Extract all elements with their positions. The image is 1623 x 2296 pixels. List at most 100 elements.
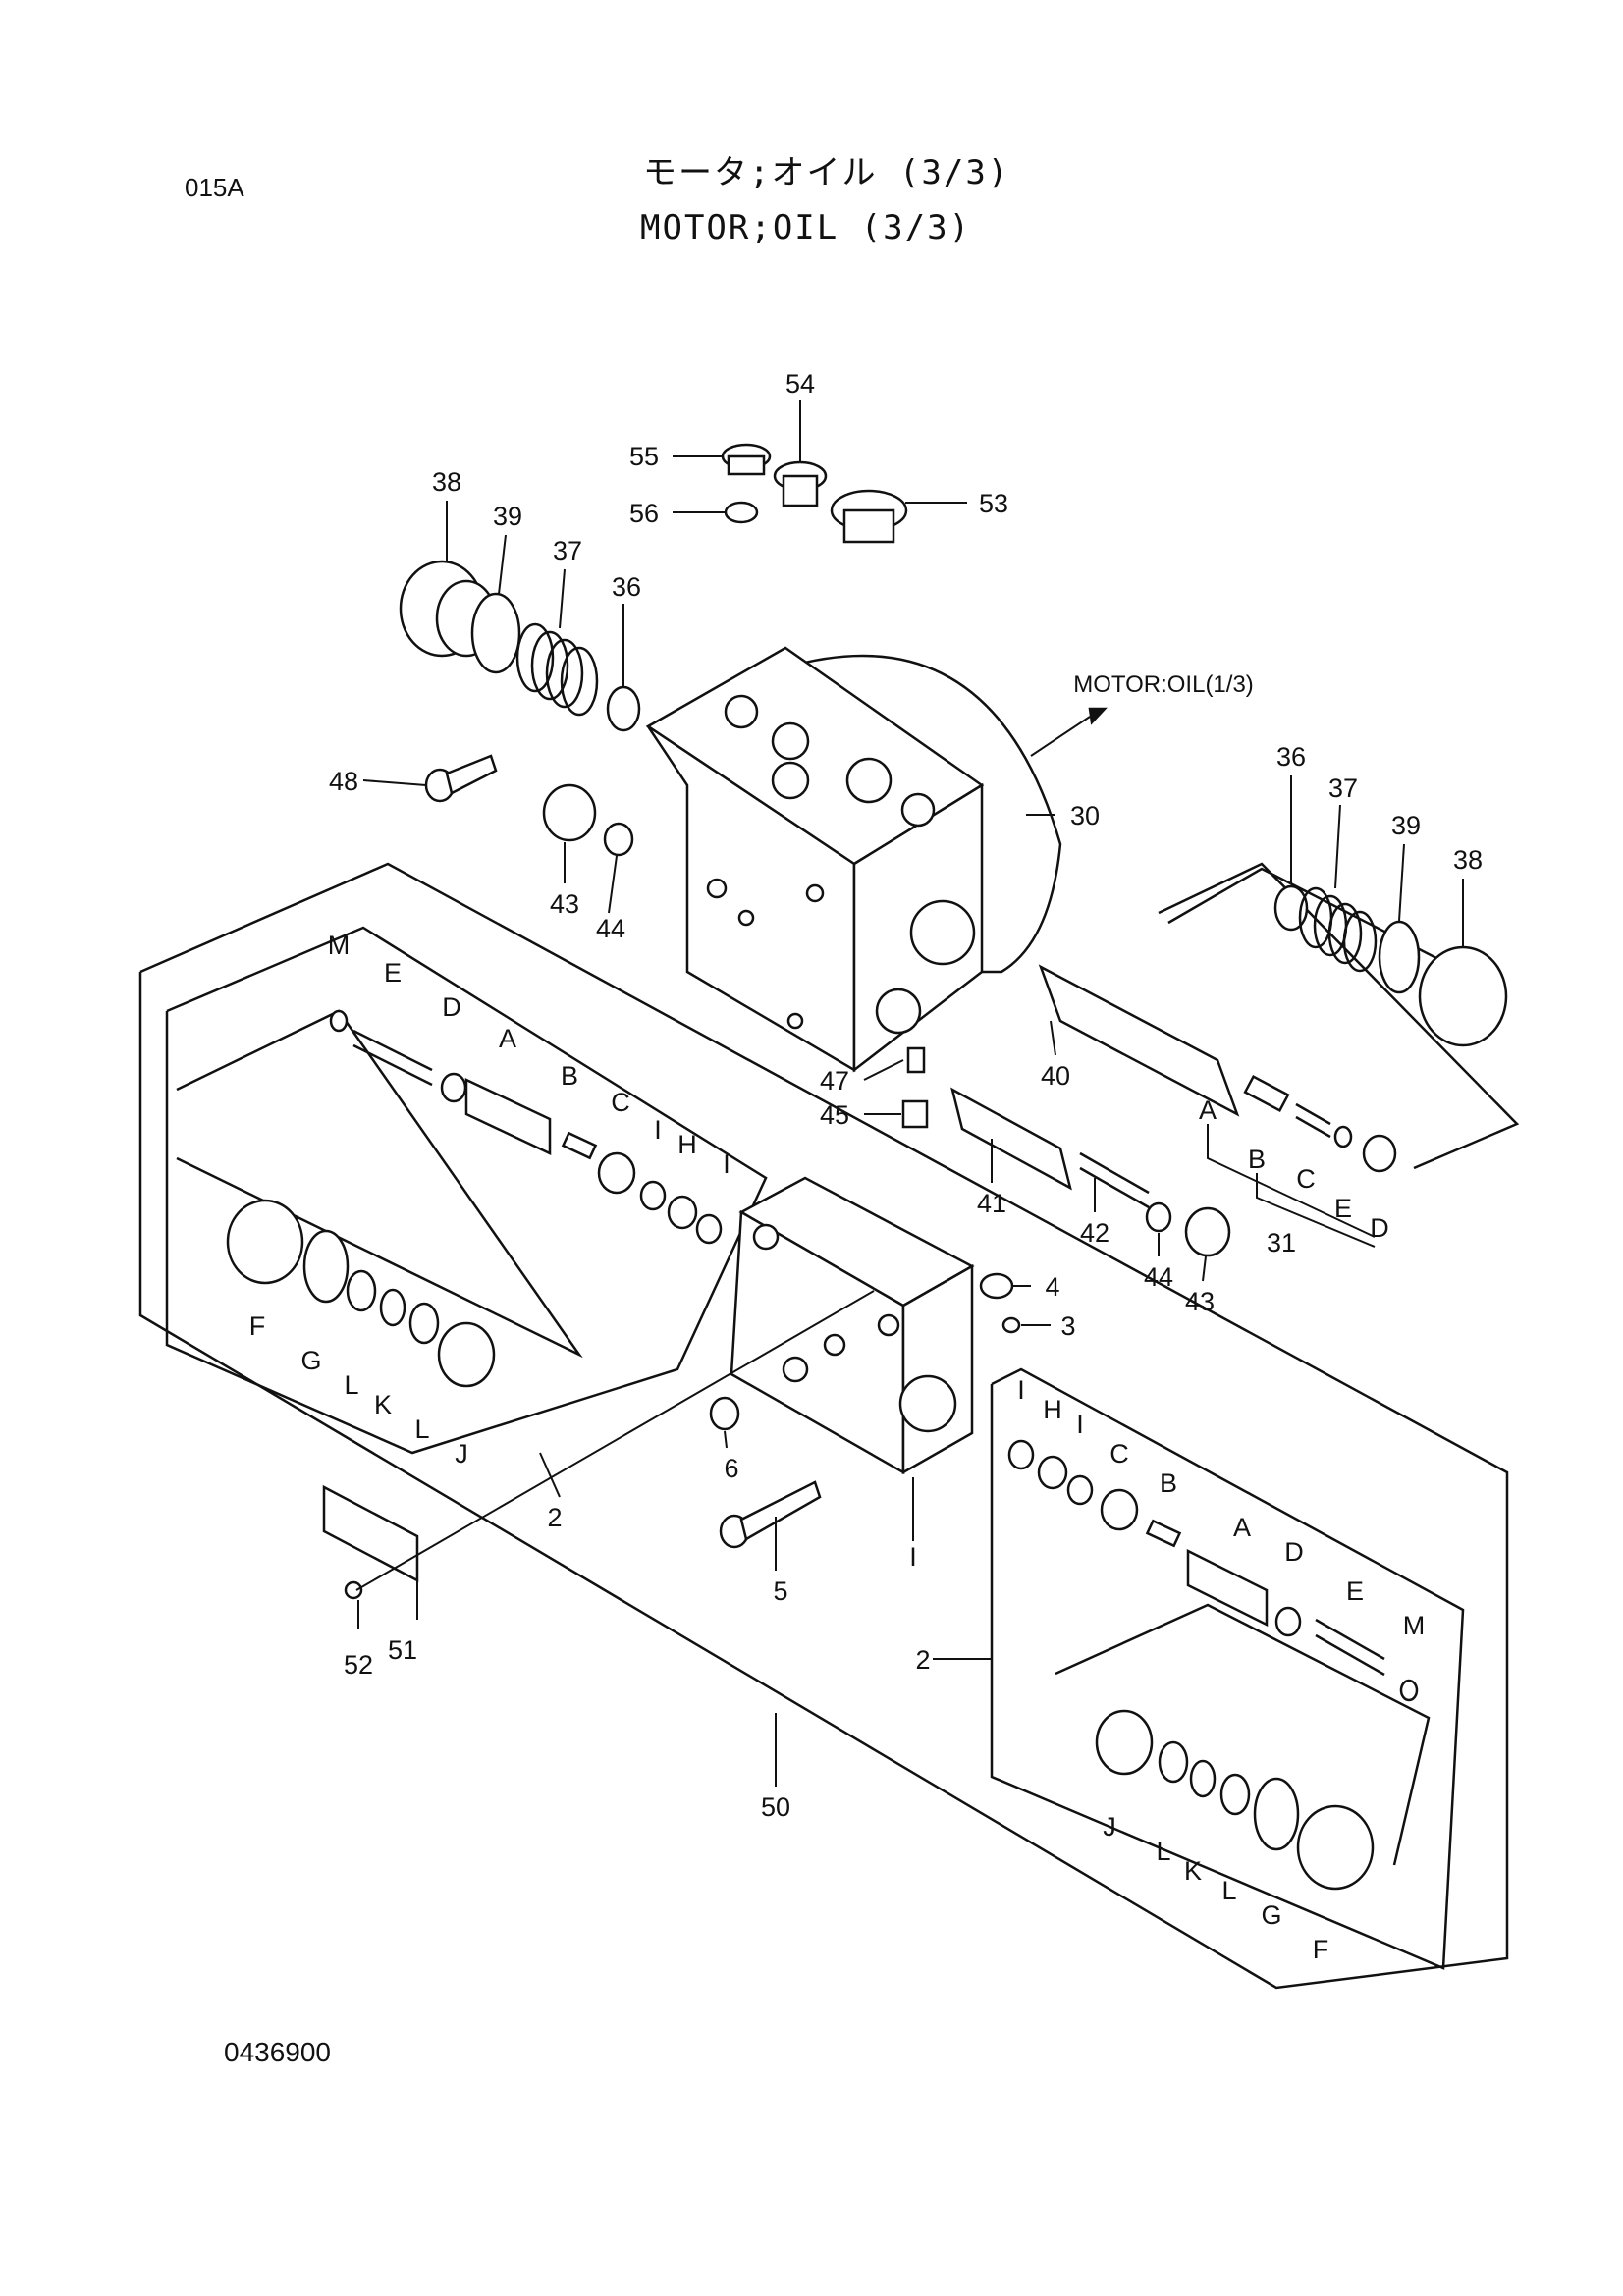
- callout-right-i2: I: [1076, 1410, 1084, 1439]
- callout-31-a: A: [1199, 1095, 1217, 1125]
- part-left-m: [329, 1009, 349, 1033]
- callout-38: 38: [432, 467, 461, 497]
- o-ring-56: [724, 501, 759, 524]
- callout-31: 31: [1267, 1228, 1296, 1257]
- callout-5: 5: [773, 1576, 787, 1606]
- group-boundary-inner-right: [1055, 1603, 1431, 1866]
- bolt-48: [424, 754, 498, 803]
- callout-left-l2: L: [414, 1415, 429, 1444]
- group-boundary-50: [138, 862, 1509, 1990]
- ring-left-k: [379, 1288, 406, 1327]
- callout-left-c: C: [611, 1088, 630, 1117]
- washer-36-right: [1273, 884, 1309, 932]
- callout-41: 41: [977, 1189, 1006, 1218]
- spool-40: [1038, 964, 1240, 1117]
- group-boundary-2-left: [165, 926, 768, 1455]
- callout-cross-reference: MOTOR:OIL(1/3): [1073, 671, 1254, 698]
- part-right-c: [1100, 1488, 1139, 1531]
- plug-45: [901, 1099, 929, 1129]
- leader-lines: [355, 400, 1464, 1787]
- callout-44-right: 44: [1144, 1262, 1173, 1292]
- callout-6: 6: [724, 1454, 738, 1483]
- callout-right-m: M: [1403, 1611, 1426, 1640]
- callout-right-a: A: [1233, 1513, 1251, 1542]
- part-left-d: [440, 1072, 467, 1103]
- plug-55: [721, 443, 772, 476]
- callout-right-g: G: [1261, 1900, 1281, 1930]
- callout-43: 43: [550, 889, 579, 919]
- callout-labels: 54 55 56 53 38 39 37 36 48 43 44 30 MOTO…: [249, 369, 1483, 1964]
- plug-43: [542, 783, 597, 842]
- ring-left-l1: [346, 1269, 377, 1312]
- callout-left-i1: I: [654, 1115, 662, 1145]
- callout-1: I: [909, 1542, 917, 1572]
- plug-left-f: [226, 1199, 304, 1285]
- callout-31-b: B: [1248, 1145, 1266, 1174]
- callout-50: 50: [761, 1792, 790, 1822]
- callout-37: 37: [553, 536, 582, 565]
- callout-right-l1: L: [1156, 1837, 1170, 1866]
- callout-right-e: E: [1346, 1576, 1364, 1606]
- ring-left-l2: [408, 1302, 440, 1345]
- plug-6: [709, 1396, 740, 1431]
- callout-2-left: 2: [547, 1503, 562, 1532]
- callout-right-d: D: [1284, 1537, 1304, 1567]
- part-left-c: [597, 1151, 636, 1195]
- valve-body-1: [730, 1176, 975, 1475]
- callout-47: 47: [820, 1066, 849, 1095]
- callout-right-l2: L: [1221, 1876, 1236, 1905]
- callout-36-right: 36: [1276, 742, 1306, 772]
- part-31-c: [1295, 1102, 1331, 1139]
- callout-53: 53: [979, 489, 1008, 518]
- part-right-a: [1186, 1548, 1269, 1628]
- callout-left-a: A: [499, 1024, 516, 1053]
- part-left-h: [667, 1195, 698, 1230]
- callout-45: 45: [820, 1100, 849, 1130]
- spool-41: [950, 1087, 1072, 1191]
- part-right-i2: [1066, 1474, 1094, 1506]
- o-ring-left-g: [302, 1229, 350, 1304]
- washer-36: [606, 685, 641, 732]
- o-ring-4: [979, 1272, 1014, 1300]
- callout-left-l1: L: [344, 1370, 358, 1400]
- plug-43-right: [1184, 1206, 1231, 1257]
- callout-right-f: F: [1313, 1935, 1329, 1964]
- callout-31-d: D: [1370, 1213, 1389, 1243]
- group-boundary-2-right: [990, 1367, 1465, 1970]
- callout-right-j: J: [1103, 1812, 1116, 1842]
- group-boundary-inner-left: [176, 1009, 583, 1359]
- callout-right-h: H: [1043, 1395, 1062, 1424]
- callout-36: 36: [612, 572, 641, 602]
- callout-right-c: C: [1109, 1439, 1129, 1468]
- callout-39: 39: [493, 502, 522, 531]
- plug-47: [906, 1046, 926, 1074]
- part-31-d: [1362, 1134, 1397, 1173]
- spring-left-e: [352, 1029, 433, 1087]
- page-code: 015A: [185, 173, 244, 202]
- part-31-b: [1243, 1074, 1290, 1113]
- callout-left-i2: I: [723, 1149, 730, 1179]
- callout-4: 4: [1045, 1272, 1059, 1302]
- callout-right-i1: I: [1017, 1375, 1025, 1405]
- part-right-h: [1037, 1455, 1068, 1490]
- callout-40: 40: [1041, 1061, 1070, 1091]
- part-left-i1: [639, 1180, 667, 1211]
- callout-left-m: M: [328, 931, 351, 960]
- part-right-b: [1145, 1519, 1182, 1548]
- callout-left-h: H: [677, 1130, 697, 1159]
- callout-31-c: C: [1296, 1164, 1316, 1194]
- callout-left-e: E: [384, 958, 402, 988]
- screw-52: [344, 1580, 363, 1600]
- part-right-m: [1399, 1679, 1419, 1702]
- ring-right-l1: [1158, 1740, 1189, 1784]
- part-right-j: [1095, 1709, 1154, 1776]
- part-left-j: [437, 1321, 496, 1388]
- callout-52: 52: [344, 1650, 373, 1680]
- callout-right-b: B: [1160, 1468, 1177, 1498]
- callout-left-f: F: [249, 1311, 266, 1341]
- spring-37: [515, 622, 599, 717]
- callout-48: 48: [329, 767, 358, 796]
- plug-53: [830, 489, 908, 544]
- callout-54: 54: [785, 369, 815, 399]
- part-left-a: [464, 1078, 552, 1155]
